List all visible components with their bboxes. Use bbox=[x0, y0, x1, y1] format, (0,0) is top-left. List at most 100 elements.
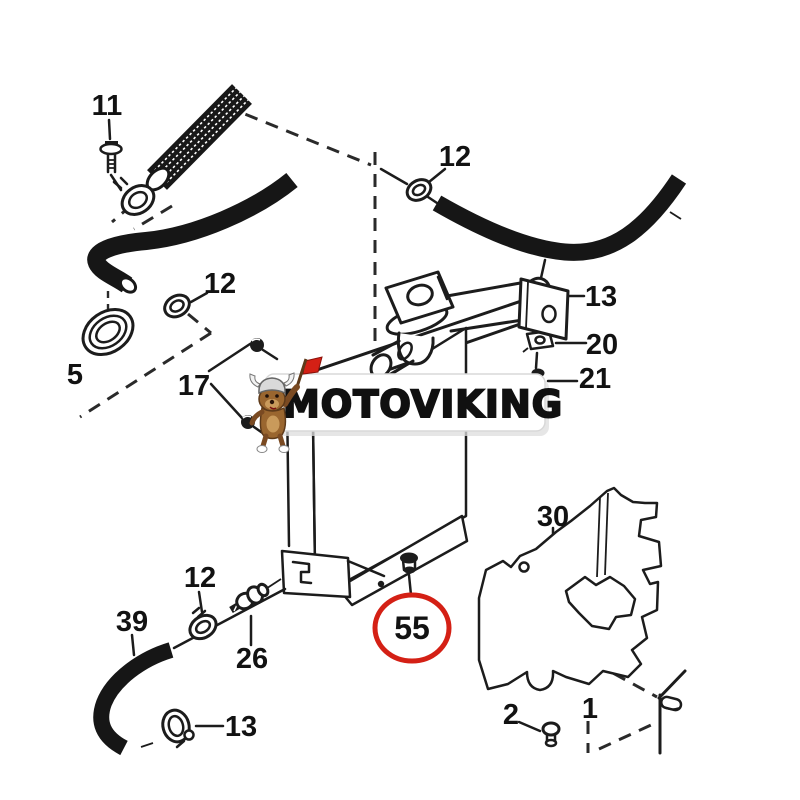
callout-39-label: 39 bbox=[116, 606, 148, 638]
callout-11-label: 11 bbox=[92, 90, 123, 122]
outlet-bottom bbox=[387, 359, 415, 377]
mascot-paw bbox=[256, 445, 268, 453]
callout-21-label: 21 bbox=[579, 363, 611, 395]
callout-20-label: 20 bbox=[586, 329, 618, 361]
upper-left-hose bbox=[87, 172, 298, 293]
callout-55-label: 55 bbox=[394, 610, 430, 646]
part1-diagonal-edge bbox=[657, 669, 687, 700]
clamp-outer bbox=[405, 178, 433, 202]
callout-13-right-label: 13 bbox=[585, 281, 617, 313]
leader-line-39 bbox=[130, 633, 136, 657]
callout-labels: 11 12 12 13 20 21 17 5 39 12 26 13 30 2 … bbox=[44, 90, 618, 743]
callout-5-partial-label: 5 bbox=[67, 359, 83, 391]
bottom-right-group bbox=[477, 486, 687, 755]
braided-hose bbox=[145, 84, 252, 192]
callout-30-label: 30 bbox=[537, 501, 569, 533]
mascot-belly bbox=[266, 415, 280, 433]
foot-detail bbox=[291, 560, 313, 585]
callout-12-top-mid-label: 12 bbox=[439, 141, 471, 173]
filler-tube-bottom bbox=[449, 317, 531, 333]
callout-26-label: 26 bbox=[236, 643, 268, 675]
grommet-inner bbox=[95, 320, 121, 344]
dashed-line bbox=[598, 723, 652, 751]
plug-body bbox=[401, 557, 417, 572]
tick-mark bbox=[669, 211, 682, 220]
rivet-head bbox=[541, 721, 561, 737]
leader-line-11 bbox=[107, 118, 112, 141]
alignment-line bbox=[172, 587, 287, 650]
leader-line-2 bbox=[517, 720, 542, 733]
clamp-outer bbox=[188, 613, 218, 641]
drain-plug-55 bbox=[377, 552, 418, 588]
leader-line bbox=[379, 167, 409, 186]
leader-line-12 bbox=[427, 167, 447, 184]
mesh-line bbox=[158, 95, 245, 183]
outlet-top bbox=[371, 339, 401, 357]
leader-line bbox=[534, 351, 539, 370]
flange-hole bbox=[541, 304, 557, 324]
bracket-tab bbox=[522, 347, 529, 353]
leader-line-12 bbox=[197, 590, 204, 614]
clamp-part-12-bottom bbox=[188, 606, 218, 641]
callout-12-bottom-label: 12 bbox=[184, 562, 216, 594]
panel-cutout bbox=[564, 575, 637, 631]
filler-tube-top bbox=[445, 280, 528, 298]
mesh-line bbox=[150, 87, 237, 175]
plug-tip bbox=[403, 566, 416, 574]
bolt-threads bbox=[108, 159, 115, 169]
clamp-screw bbox=[112, 176, 129, 190]
flange-edge bbox=[525, 281, 529, 329]
watermark: MOTOVIKING bbox=[249, 356, 563, 453]
leader-line-17b bbox=[209, 382, 244, 420]
mascot-arm-left bbox=[249, 409, 265, 426]
bolt-pair-17 bbox=[207, 338, 279, 436]
clamp-tail bbox=[175, 739, 186, 749]
cap-mark bbox=[436, 275, 449, 301]
clamp-screw bbox=[183, 729, 195, 741]
panel-hole bbox=[518, 561, 530, 573]
radiator-front-left-edge bbox=[311, 421, 317, 569]
foot-to-bar-line bbox=[346, 559, 386, 578]
grommet-mid bbox=[88, 314, 128, 350]
leader-line-17a bbox=[207, 342, 252, 373]
viking-dog-mascot bbox=[249, 356, 323, 453]
dashed-line bbox=[79, 331, 212, 419]
callout-1-label: 1 bbox=[582, 693, 598, 725]
small-plug bbox=[377, 580, 385, 588]
dashed-line bbox=[187, 312, 212, 335]
callout-17-label: 17 bbox=[178, 370, 210, 402]
bolt-17a-shaft bbox=[261, 348, 279, 361]
bolt-flange bbox=[99, 142, 123, 156]
dashed-line bbox=[133, 204, 173, 231]
clamp-part-top-left bbox=[112, 176, 156, 216]
mascot-leg bbox=[260, 433, 269, 449]
clamp-inner bbox=[411, 183, 427, 197]
bolt-part-11 bbox=[99, 141, 123, 174]
mesh-line bbox=[162, 99, 249, 187]
clamp-outer bbox=[163, 293, 191, 319]
grommet-group bbox=[81, 291, 209, 357]
callout-2-label: 2 bbox=[503, 699, 519, 731]
bolt-highlight bbox=[242, 415, 252, 419]
rivet-tip bbox=[544, 738, 558, 748]
edge-crop-mask bbox=[44, 355, 67, 389]
hose-end-opening bbox=[118, 276, 138, 294]
radiator-assembly bbox=[254, 270, 570, 607]
panel-crease bbox=[604, 492, 609, 576]
mascot-horn-right bbox=[283, 372, 295, 387]
lower-hose-39 bbox=[93, 642, 174, 756]
upper-radiator-hose bbox=[432, 174, 687, 261]
bottom-left-group bbox=[93, 582, 287, 756]
clamp-inner bbox=[169, 299, 185, 313]
mascot-mouth bbox=[269, 406, 277, 410]
leader-line bbox=[539, 258, 547, 280]
clamp-part-12-mid bbox=[405, 178, 433, 202]
panel-crease bbox=[596, 496, 601, 578]
leader-line-12 bbox=[189, 291, 209, 304]
clamp-inner bbox=[127, 190, 149, 210]
mascot-paw bbox=[278, 445, 290, 453]
clamp-inner bbox=[167, 714, 185, 738]
callout-12-top-left-label: 12 bbox=[204, 268, 236, 300]
